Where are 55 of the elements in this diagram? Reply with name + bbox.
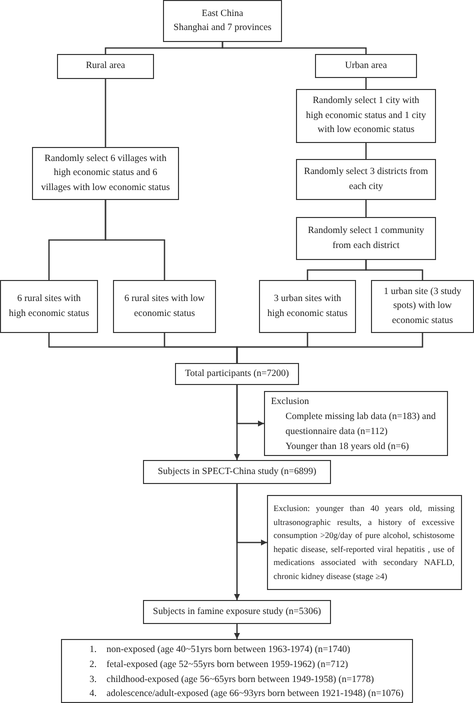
arrow [236, 484, 267, 546]
exclusion-item: Complete missing lab data (n=183) and questionnaire data (n=112) [284, 411, 437, 439]
arrow [236, 385, 264, 426]
connector-line [104, 79, 106, 147]
box-text: 6 rural sites with low economic status [123, 293, 206, 320]
connector-line [365, 260, 424, 280]
process-box [175, 363, 299, 385]
process-box [371, 280, 474, 333]
box-text: Randomly select 6 villages with high economic status and 6 villages with low economic status [40, 152, 171, 195]
exclusion-box [267, 495, 462, 590]
list-item-text: childhood-exposed (age 56~65yrs born between 1949-1958) (n=1778) [106, 674, 375, 687]
exclusion-box [264, 391, 448, 456]
connector-line [104, 200, 166, 280]
list-number: 2. [90, 658, 98, 672]
exclusion-item: Younger than 18 years old (n=6) [284, 441, 410, 454]
box-text: 1 urban site (3 study spots) with low economic status [382, 286, 462, 328]
process-box [113, 280, 216, 333]
connector-line [222, 42, 367, 54]
box-heading: East China [202, 8, 244, 20]
process-box [143, 600, 331, 624]
box-text: Shanghai and 7 provinces [174, 22, 272, 35]
box-text: Rural area [86, 60, 126, 74]
box-text: Total participants (n=7200) [185, 368, 289, 381]
process-box [315, 54, 417, 78]
process-box [296, 217, 436, 260]
box-text: Randomly select 1 community from each district [306, 225, 426, 252]
connector-line [365, 200, 367, 217]
process-box [0, 280, 98, 333]
list-number: 4. [90, 688, 98, 702]
box-text: 6 rural sites with high economic status [8, 293, 90, 320]
process-box [296, 159, 436, 200]
box-heading: Exclusion [271, 396, 310, 409]
box-text: Randomly select 3 districts from each city [302, 166, 429, 194]
box-text: Subjects in SPECT-China study (n=6899) [158, 466, 316, 479]
list-number: 1. [90, 644, 98, 657]
connector-line [236, 333, 424, 363]
process-box [32, 147, 179, 200]
arrow [234, 624, 240, 639]
process-box [143, 460, 331, 484]
process-box [259, 280, 356, 333]
process-box [296, 89, 436, 143]
process-box [163, 0, 282, 42]
list-item-text: non-exposed (age 40~51yrs born between 1963-1974) (n=1740) [106, 644, 352, 657]
exclusion-text: Exclusion: younger than 40 years old, missing ultrasonographic results, a history of excessive consumption >20g/day of pure alcohol, schistosome hepatic disease, self-reported viral hepatitis , use of medications associated with secondary NAFLD, chronic kidney disease (stage ≥4) [274, 502, 454, 583]
connector-line [365, 78, 367, 89]
process-box [57, 54, 154, 79]
list-item-text: adolescence/adult-exposed (age 66~93yrs born between 1921-1948) (n=1076) [106, 688, 404, 702]
box-text: Subjects in famine exposure study (n=5306) [152, 606, 322, 619]
group-list-box [61, 639, 413, 703]
box-text: 3 urban sites with high economic status [266, 293, 348, 320]
box-text: Randomly select 1 city with high economic status and 1 city with low economic status [304, 95, 428, 138]
connector-line [365, 143, 367, 159]
box-text: Urban area [345, 60, 387, 73]
list-number: 3. [90, 674, 98, 687]
list-item-text: fetal-exposed (age 52~55yrs born between 1959-1962) (n=712) [106, 658, 350, 672]
